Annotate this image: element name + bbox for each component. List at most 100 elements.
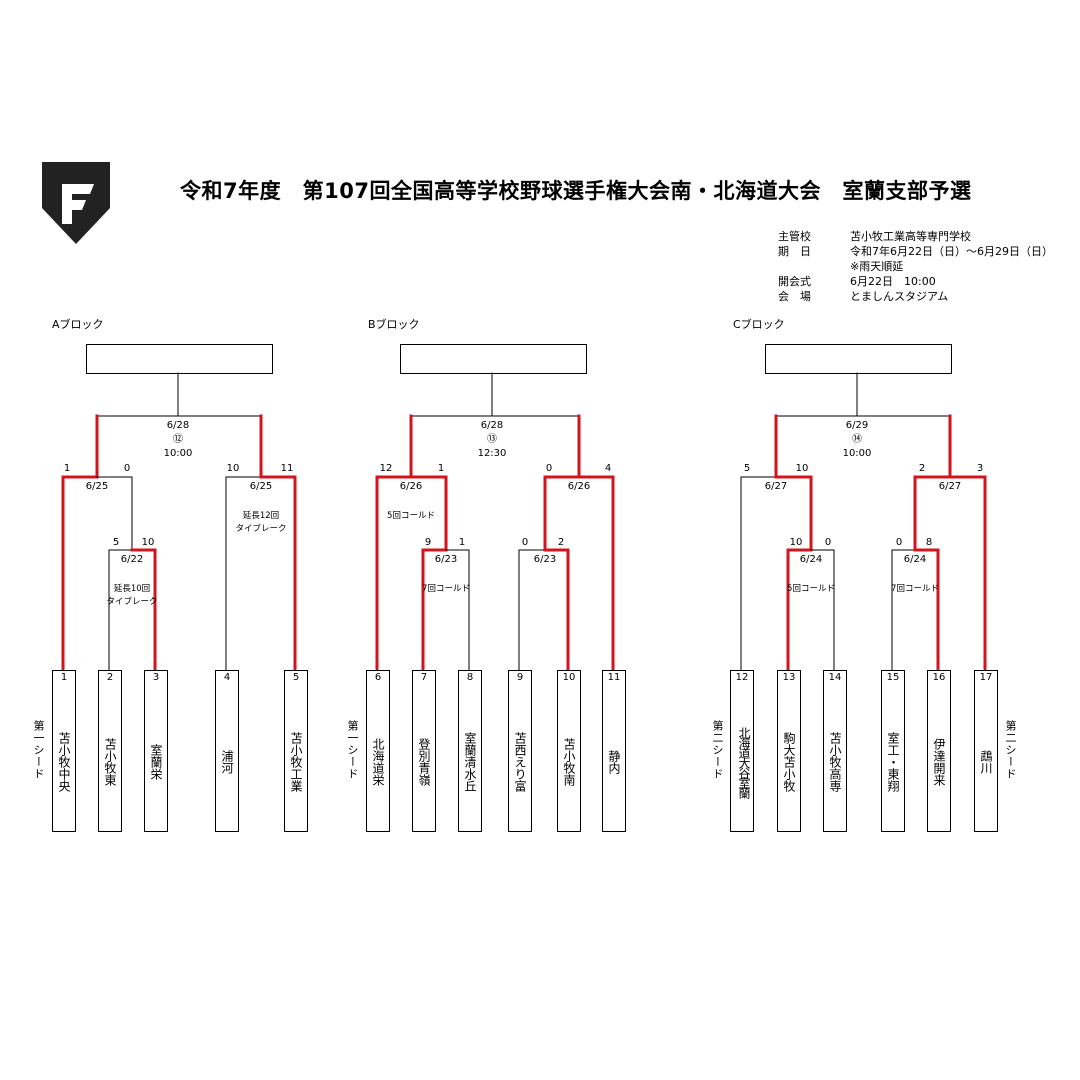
team-box: 16 伊達開来 (927, 670, 951, 832)
block-a-winner-box (86, 344, 273, 374)
team-name: 室蘭栄 (149, 744, 163, 780)
team-number: 14 (828, 672, 842, 683)
c-qf2-date: 6/24 (903, 554, 927, 565)
team-number: 17 (979, 672, 993, 683)
team-name: 苫小牧中央 (57, 732, 71, 792)
c-sf2-score-right: 3 (976, 463, 984, 474)
a-sf2-score-left: 10 (226, 463, 240, 474)
c-qf1-right (810, 549, 835, 671)
b-sf2-score-right: 4 (604, 463, 612, 474)
a-seed-label: 第一シード (32, 720, 45, 780)
c-qf1-note: 5回コールド (787, 584, 835, 594)
a-sf2-date: 6/25 (249, 481, 273, 492)
b-final-game: ⑬ (486, 434, 497, 445)
team-name: 駒大苫小牧 (782, 732, 796, 792)
b-sf2-date: 6/26 (567, 481, 591, 492)
team-number: 7 (420, 672, 428, 683)
a-semi1-right (96, 476, 133, 551)
team-box: 9 苫西えり富 (508, 670, 532, 832)
a-final-date: 6/28 (166, 420, 190, 431)
c-final-time: 10:00 (842, 448, 872, 459)
b-qf2-right-win (543, 548, 570, 672)
team-box: 8 室蘭清水丘 (458, 670, 482, 832)
block-c-label: Cブロック (733, 318, 785, 331)
c-sf2-score-left: 2 (918, 463, 926, 474)
a-qf-score-left: 5 (112, 537, 120, 548)
b-sf2-score-left: 0 (545, 463, 553, 474)
c-semi2-left (913, 475, 952, 552)
c-qf2-right-win (913, 548, 940, 672)
a-sf1-date: 6/25 (85, 481, 109, 492)
team-name: 静内 (607, 750, 621, 774)
team-number: 12 (735, 672, 749, 683)
b-qf2-score-left: 0 (521, 537, 529, 548)
team-name: 伊達開来 (932, 738, 946, 786)
team-box: 7 登別青嶺 (412, 670, 436, 832)
team-box: 5 苫小牧工業 (284, 670, 308, 832)
c-seed-left-label: 第二シード (711, 720, 724, 780)
page-title: 令和7年度 第107回全国高等学校野球選手権大会南・北海道大会 室蘭支部予選 (180, 179, 972, 203)
b-final-info: 6/28 ⑬ 12:30 (478, 419, 507, 461)
info-venue: 会 場とましんスタジアム (778, 290, 949, 303)
b-final-date: 6/28 (480, 420, 504, 431)
team-number: 13 (782, 672, 796, 683)
c-qf1-left-win (786, 548, 813, 672)
c-final-info: 6/29 ⑭ 10:00 (843, 419, 872, 461)
b-qf2-left (518, 549, 546, 671)
team-number: 1 (60, 672, 68, 683)
team-name: 室蘭清水丘 (463, 732, 477, 792)
b-qf1-date: 6/23 (434, 554, 458, 565)
team-name: 苫小牧工業 (289, 732, 303, 792)
team-number: 6 (374, 672, 382, 683)
c-qf1-score-right: 0 (824, 537, 832, 548)
info-dates: 期 日令和7年6月22日（日）～6月29日（日） (778, 245, 1053, 258)
b-qf2-score-right: 2 (557, 537, 565, 548)
b-qf1-score-right: 1 (458, 537, 466, 548)
a-final-time: 10:00 (163, 448, 193, 459)
team-number: 9 (516, 672, 524, 683)
team-box: 2 苫小牧東 (98, 670, 122, 832)
info-host: 主管校苫小牧工業高等専門学校 (778, 230, 971, 243)
a-semi1-left-win (61, 475, 99, 672)
c-final-date: 6/29 (845, 420, 869, 431)
a-sf2-score-right: 11 (280, 463, 294, 474)
c-qf2-score-left: 0 (895, 537, 903, 548)
team-number: 2 (106, 672, 114, 683)
shield-f-logo-icon (40, 160, 112, 246)
info-rain-note: ※雨天順延 (850, 260, 904, 273)
team-number: 5 (292, 672, 300, 683)
team-name: 室工・東翔 (886, 732, 900, 792)
block-b-label: Bブロック (368, 318, 420, 331)
c-final-game: ⑭ (851, 434, 862, 445)
b-seed-label: 第一シード (346, 720, 359, 780)
team-box: 13 駒大苫小牧 (777, 670, 801, 832)
b-qf1-score-left: 9 (424, 537, 432, 548)
a-qf-date: 6/22 (120, 554, 144, 565)
block-c-winner-box (765, 344, 952, 374)
b-qf2-date: 6/23 (533, 554, 557, 565)
team-number: 8 (466, 672, 474, 683)
team-name: 登別青嶺 (417, 738, 431, 786)
team-number: 16 (932, 672, 946, 683)
team-name: 苫小牧東 (103, 738, 117, 786)
team-number: 4 (223, 672, 231, 683)
team-name: 苫西えり富 (513, 732, 527, 792)
c-qf1-score-left: 10 (789, 537, 803, 548)
c-semi1-left (740, 476, 777, 671)
team-name: 苫小牧高専 (828, 732, 842, 792)
team-number: 15 (886, 672, 900, 683)
a-semi2-left (225, 476, 262, 671)
team-number: 3 (152, 672, 160, 683)
a-qf-right-win (130, 548, 157, 672)
c-sf1-date: 6/27 (764, 481, 788, 492)
c-qf1-date: 6/24 (799, 554, 823, 565)
c-semi2-right-win (948, 475, 987, 672)
b-final-time: 12:30 (477, 448, 507, 459)
